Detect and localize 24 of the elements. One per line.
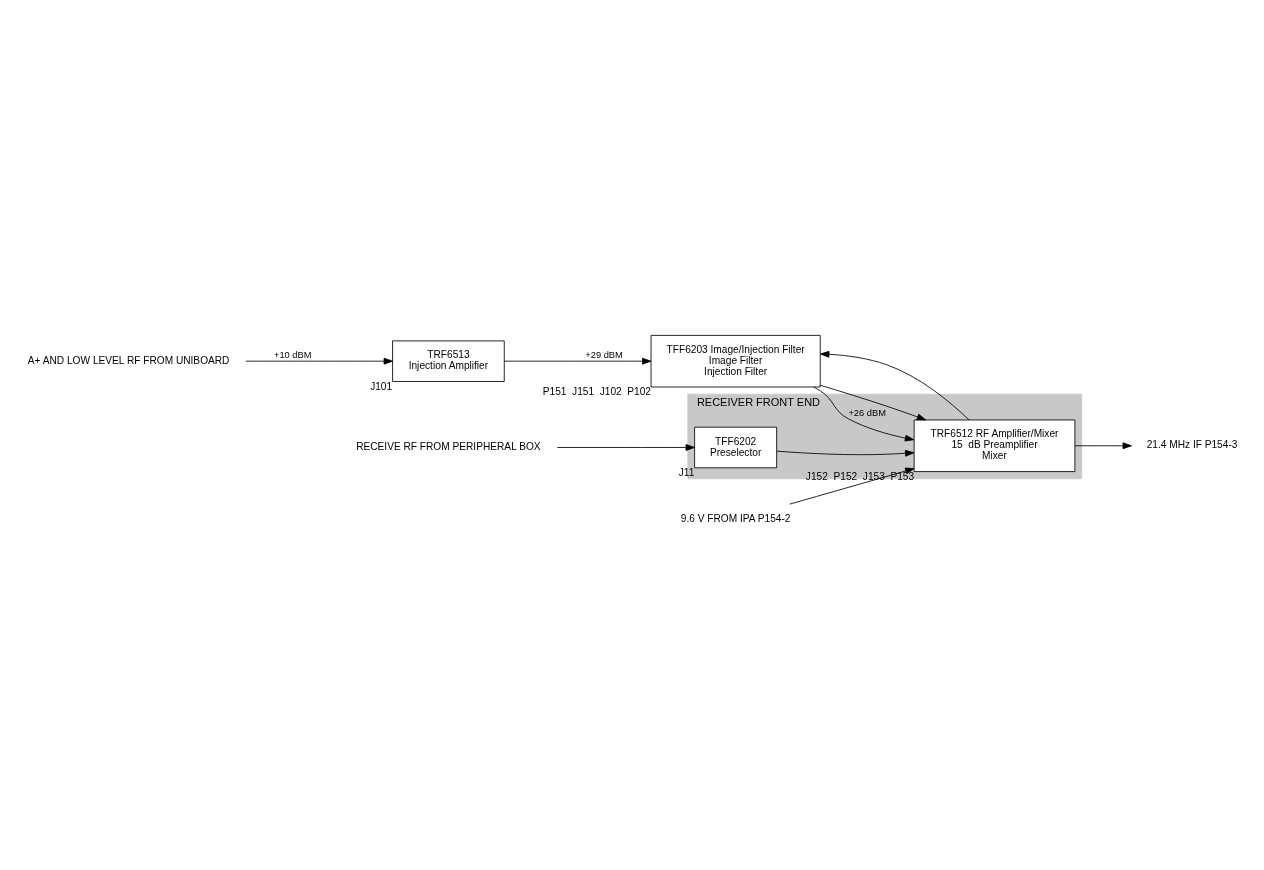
arrow bbox=[813, 386, 915, 442]
node-text: A+ AND LOW LEVEL RF FROM UNIBOARD bbox=[27, 354, 230, 366]
node-label: J11 bbox=[678, 466, 695, 478]
node-label: J101 bbox=[370, 380, 393, 392]
node-text: RECEIVE RF FROM PERIPHERAL BOX bbox=[356, 441, 541, 453]
node-label: P151 J151 J102 P102 bbox=[542, 386, 652, 398]
arrow bbox=[1074, 442, 1132, 450]
node-text: 9.6 V FROM IPA P154-2 bbox=[680, 513, 791, 525]
arrow bbox=[820, 350, 970, 421]
arrow bbox=[245, 357, 393, 365]
node-text: 21.4 MHz IF P154-3 bbox=[1146, 439, 1238, 451]
node-box: TRF6513 Injection Amplifier bbox=[392, 340, 505, 382]
node-box: TFF6202 Preselector bbox=[694, 426, 778, 469]
edge-label: +26 dBM bbox=[848, 408, 886, 419]
edge-label: +29 dBM bbox=[585, 350, 623, 361]
node-label: J152 P152 J153 P153 bbox=[805, 470, 915, 482]
node-box: TRF6512 RF Amplifier/Mixer 15 dB Preamplifier Mixer bbox=[913, 419, 1076, 472]
node-box: TFF6203 Image/Injection Filter Image Filter Injection Filter bbox=[650, 334, 821, 388]
arrow bbox=[819, 384, 927, 421]
arrow bbox=[503, 357, 652, 365]
edge-label: +10 dBM bbox=[274, 350, 312, 361]
arrow bbox=[789, 467, 915, 505]
arrow bbox=[776, 449, 915, 457]
arrow bbox=[556, 444, 695, 451]
